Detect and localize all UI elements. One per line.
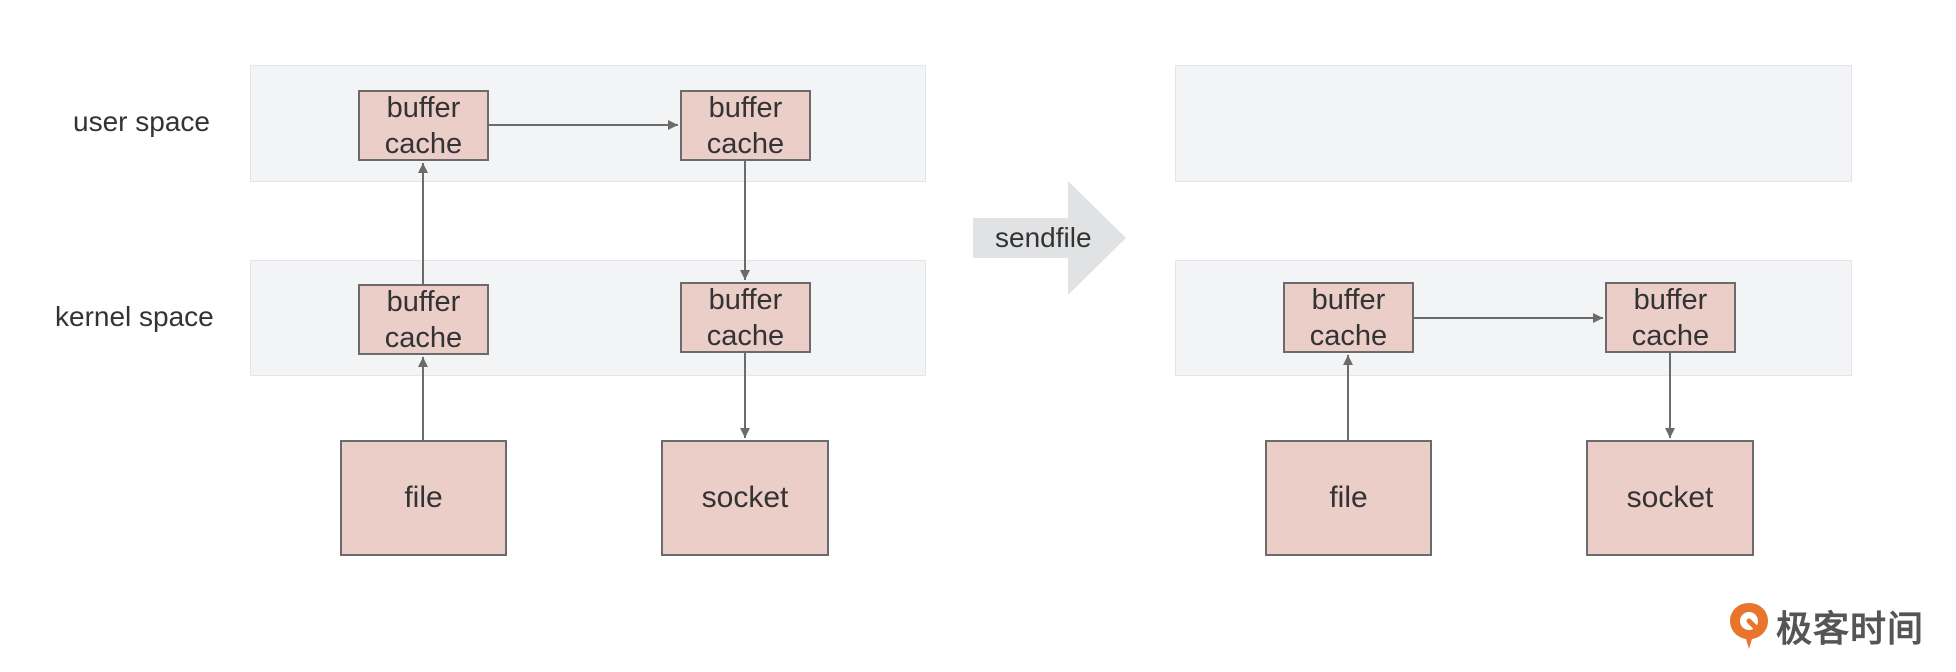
right-kernel-space-band xyxy=(1175,260,1852,376)
right-file-box: file xyxy=(1265,440,1432,556)
buffer-text: buffer xyxy=(1633,283,1708,316)
user-space-label: user space xyxy=(73,106,210,137)
left-kernel-space-band xyxy=(250,260,926,376)
brand-name: 极客时间 xyxy=(1776,608,1925,649)
cache-text: cache xyxy=(1631,319,1710,352)
left-user-space-band xyxy=(250,65,926,182)
socket-text: socket xyxy=(1626,481,1714,514)
buffer-text: buffer xyxy=(386,285,461,318)
brand-watermark: 极客时间 xyxy=(1728,600,1924,652)
sendfile-label: sendfile xyxy=(995,222,1092,253)
left-file-box: file xyxy=(340,440,507,556)
cache-text: cache xyxy=(706,127,785,160)
buffer-text: buffer xyxy=(708,91,783,124)
left-socket-box: socket xyxy=(661,440,829,556)
socket-text: socket xyxy=(701,481,789,514)
buffer-text: buffer xyxy=(1311,283,1386,316)
cache-text: cache xyxy=(706,319,785,352)
cache-text: cache xyxy=(384,321,463,354)
geektime-logo-icon xyxy=(1730,603,1768,649)
buffer-text: buffer xyxy=(708,283,783,316)
kernel-space-label: kernel space xyxy=(55,301,214,332)
buffer-text: buffer xyxy=(386,91,461,124)
file-text: file xyxy=(1329,481,1368,514)
right-socket-box: socket xyxy=(1586,440,1754,556)
cache-text: cache xyxy=(384,127,463,160)
right-user-space-band xyxy=(1175,65,1852,182)
cache-text: cache xyxy=(1309,319,1388,352)
file-text: file xyxy=(404,481,443,514)
